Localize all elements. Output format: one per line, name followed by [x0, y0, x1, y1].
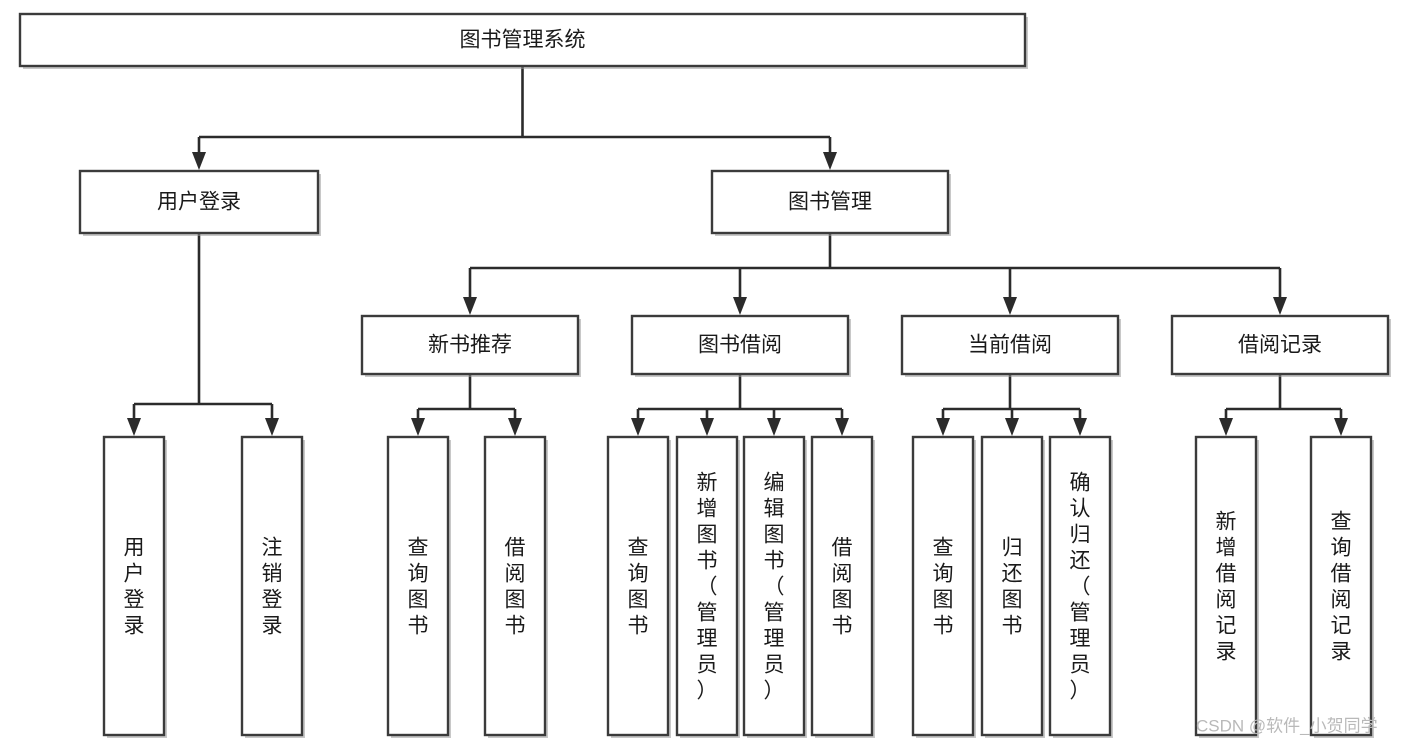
node-label: 借阅图书	[505, 536, 526, 637]
node-label: 编辑图书（管理员）	[764, 471, 785, 702]
node-label: 图书借阅	[698, 334, 782, 357]
node-leaf-logout[interactable]: 注销登录	[240, 435, 305, 738]
node-user-login[interactable]: 用户登录	[78, 169, 321, 236]
connector-arrow-icon	[127, 418, 141, 436]
watermark-label: CSDN @软件_小贺同学	[1196, 716, 1378, 735]
node-box[interactable]	[710, 169, 950, 235]
connector-arrow-icon	[265, 418, 279, 436]
node-leaf-borrow-book-rec[interactable]: 借阅图书	[483, 435, 548, 738]
node-box[interactable]	[18, 12, 1027, 68]
connector-arrow-icon	[463, 297, 477, 315]
edges-layer	[127, 66, 1348, 436]
node-book-borrow[interactable]: 图书借阅	[630, 314, 851, 377]
connector-arrow-icon	[631, 418, 645, 436]
node-box[interactable]	[900, 314, 1120, 376]
node-label: 查询借阅记录	[1331, 510, 1352, 663]
node-leaf-borrow-book[interactable]: 借阅图书	[810, 435, 875, 738]
node-root[interactable]: 图书管理系统	[18, 12, 1028, 69]
node-leaf-return-book[interactable]: 归还图书	[980, 435, 1045, 738]
node-book-manage[interactable]: 图书管理	[710, 169, 951, 236]
node-borrow-record[interactable]: 借阅记录	[1170, 314, 1391, 377]
node-label: 用户登录	[157, 191, 241, 214]
node-box[interactable]	[810, 435, 874, 737]
node-box[interactable]	[1309, 435, 1373, 737]
node-box[interactable]	[606, 435, 670, 737]
connector-arrow-icon	[1005, 418, 1019, 436]
node-box[interactable]	[360, 314, 580, 376]
node-label: 当前借阅	[968, 334, 1052, 357]
connector-arrow-icon	[700, 418, 714, 436]
node-new-book-rec[interactable]: 新书推荐	[360, 314, 581, 377]
node-leaf-query-book-cur[interactable]: 查询图书	[911, 435, 976, 738]
edge-group-user-login	[127, 233, 279, 436]
edge-group-current-borrow	[936, 374, 1087, 436]
node-box[interactable]	[742, 435, 806, 737]
node-box[interactable]	[980, 435, 1044, 737]
node-label: 注销登录	[262, 536, 283, 637]
nodes-layer: 图书管理系统用户登录图书管理新书推荐图书借阅当前借阅借阅记录用户登录注销登录查询…	[18, 12, 1391, 738]
node-label: 借阅记录	[1238, 334, 1322, 357]
edge-group-root	[192, 66, 837, 170]
connector-arrow-icon	[508, 418, 522, 436]
connector-arrow-icon	[767, 418, 781, 436]
node-label: 归还图书	[1002, 536, 1023, 637]
connector-arrow-icon	[733, 297, 747, 315]
connector-arrow-icon	[1273, 297, 1287, 315]
node-box[interactable]	[630, 314, 850, 376]
node-box[interactable]	[102, 435, 166, 737]
node-label: 用户登录	[124, 536, 145, 637]
connector-arrow-icon	[1334, 418, 1348, 436]
connector-arrow-icon	[936, 418, 950, 436]
node-label: 确认归还（管理员）	[1070, 471, 1091, 702]
connector-arrow-icon	[823, 152, 837, 170]
node-box[interactable]	[386, 435, 450, 737]
node-label: 图书管理	[788, 191, 872, 214]
node-label: 查询图书	[628, 536, 649, 637]
edge-group-book-manage	[463, 233, 1287, 315]
node-box[interactable]	[911, 435, 975, 737]
edge-group-new-book-rec	[411, 374, 522, 436]
node-label: 新增借阅记录	[1216, 510, 1237, 663]
connector-arrow-icon	[411, 418, 425, 436]
node-label: 借阅图书	[832, 536, 853, 637]
node-leaf-add-record[interactable]: 新增借阅记录	[1194, 435, 1259, 738]
node-label: 图书管理系统	[460, 29, 586, 52]
node-label: 新书推荐	[428, 334, 512, 357]
connector-arrow-icon	[192, 152, 206, 170]
node-leaf-edit-book[interactable]: 编辑图书（管理员）	[742, 435, 807, 738]
node-current-borrow[interactable]: 当前借阅	[900, 314, 1121, 377]
node-box[interactable]	[1048, 435, 1112, 737]
node-label: 查询图书	[408, 536, 429, 637]
node-label: 查询图书	[933, 536, 954, 637]
connector-arrow-icon	[835, 418, 849, 436]
node-leaf-confirm-return[interactable]: 确认归还（管理员）	[1048, 435, 1113, 738]
connector-arrow-icon	[1073, 418, 1087, 436]
node-leaf-add-book[interactable]: 新增图书（管理员）	[675, 435, 740, 738]
node-box[interactable]	[240, 435, 304, 737]
node-leaf-query-book-rec[interactable]: 查询图书	[386, 435, 451, 738]
connector-arrow-icon	[1003, 297, 1017, 315]
node-box[interactable]	[1194, 435, 1258, 737]
node-leaf-user-login[interactable]: 用户登录	[102, 435, 167, 738]
node-box[interactable]	[1170, 314, 1390, 376]
node-box[interactable]	[483, 435, 547, 737]
connector-arrow-icon	[1219, 418, 1233, 436]
edge-group-borrow-record	[1219, 374, 1348, 436]
node-box[interactable]	[675, 435, 739, 737]
edge-group-book-borrow	[631, 374, 849, 436]
node-leaf-query-book-borrow[interactable]: 查询图书	[606, 435, 671, 738]
node-box[interactable]	[78, 169, 320, 235]
node-leaf-query-record[interactable]: 查询借阅记录	[1309, 435, 1374, 738]
node-label: 新增图书（管理员）	[697, 471, 718, 702]
